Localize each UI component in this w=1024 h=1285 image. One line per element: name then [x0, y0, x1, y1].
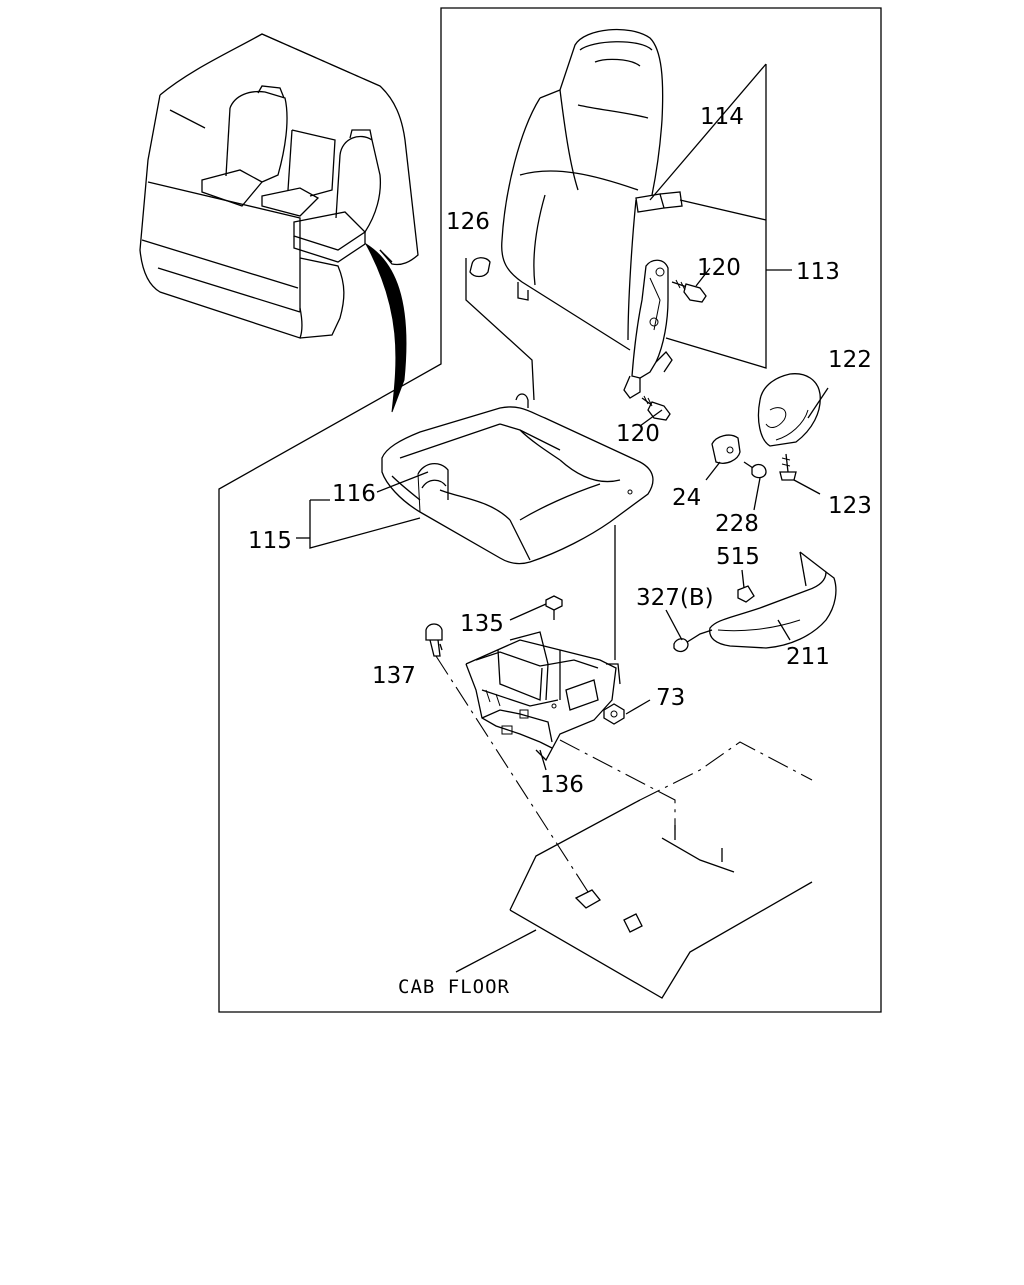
seat-base-136-illustration — [465, 631, 621, 762]
callout-114: 114 — [700, 104, 744, 130]
seat-cushion-illustration — [381, 393, 654, 660]
callout-115: 115 — [248, 528, 292, 554]
callout-113: 113 — [796, 259, 840, 285]
trim-panel-211-illustration — [673, 551, 837, 653]
callout-136: 136 — [540, 772, 584, 798]
seat-back-illustration — [501, 28, 683, 399]
knob-24-illustration — [711, 434, 741, 464]
bolt-120-lower-illustration — [641, 395, 671, 421]
cover-122-illustration — [757, 373, 821, 447]
callout-122: 122 — [828, 347, 872, 373]
cab-floor-label: CAB FLOOR — [398, 976, 510, 998]
callout-515: 515 — [716, 544, 760, 570]
callout-120-lower: 120 — [616, 421, 660, 447]
bolt-120-upper-illustration — [671, 279, 707, 303]
diagram-frame — [218, 7, 882, 1013]
callout-135: 135 — [460, 611, 504, 637]
cab-floor-illustration — [509, 739, 813, 999]
screw-123-illustration — [779, 453, 797, 481]
callout-24: 24 — [672, 485, 701, 511]
leader-lines — [296, 63, 829, 973]
nut-135-illustration — [545, 595, 563, 620]
callout-327b: 327(B) — [636, 585, 714, 611]
callout-228: 228 — [715, 511, 759, 537]
callout-116: 116 — [332, 481, 376, 507]
bolt-137-illustration — [425, 623, 591, 896]
clip-126-illustration — [465, 257, 535, 401]
screw-228-illustration — [743, 461, 767, 479]
callout-120-upper: 120 — [697, 255, 741, 281]
cab-inset-illustration — [139, 33, 419, 413]
callout-123: 123 — [828, 493, 872, 519]
callout-labels: 114 126 120 113 122 120 24 123 228 116 1… — [248, 104, 872, 998]
nut-73-illustration — [603, 703, 625, 725]
callout-137: 137 — [372, 663, 416, 689]
callout-126: 126 — [446, 209, 490, 235]
callout-73: 73 — [656, 685, 685, 711]
callout-211: 211 — [786, 644, 830, 670]
